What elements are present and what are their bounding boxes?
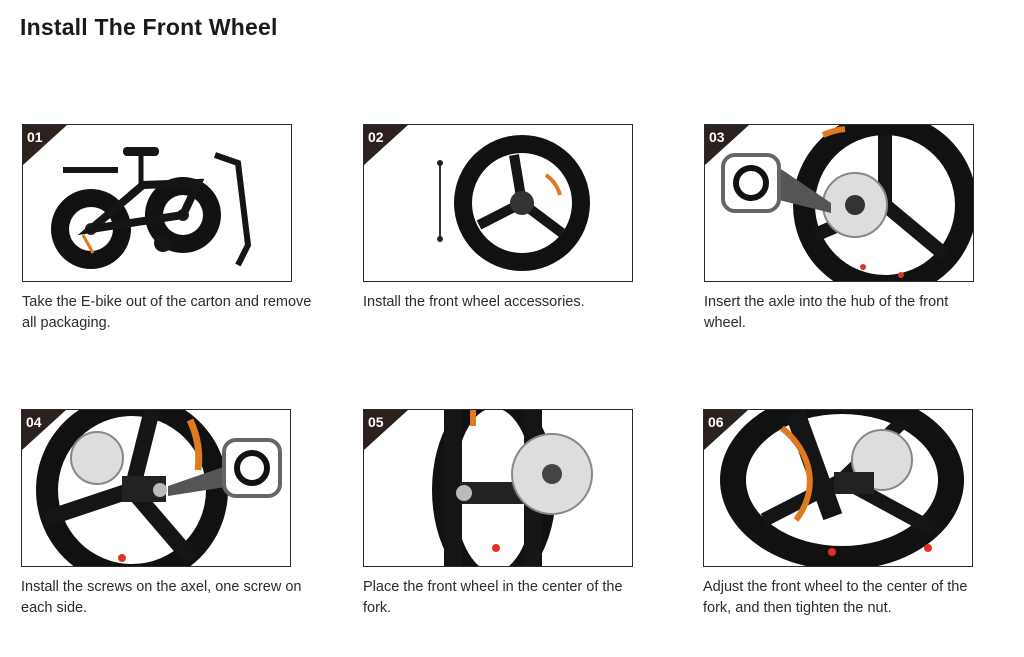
wheel-in-fork-illustration bbox=[432, 410, 593, 566]
step-number: 04 bbox=[26, 414, 42, 430]
step-4: 04 Install the screws on the axel, one s… bbox=[21, 409, 301, 619]
step-3-image: 03 bbox=[704, 124, 974, 282]
step-caption: Insert the axle into the hub of the fron… bbox=[704, 294, 949, 331]
step-badge bbox=[705, 125, 749, 165]
step-2-image: 02 bbox=[363, 124, 633, 282]
step-caption: Install the screws on the axel, one scre… bbox=[21, 579, 302, 616]
step-5-image: 05 bbox=[363, 409, 633, 567]
step-2: 02 Install the front wheel accessories. bbox=[363, 124, 635, 313]
step-number: 03 bbox=[709, 129, 725, 145]
step-badge bbox=[22, 410, 66, 450]
step-6-image: 06 bbox=[703, 409, 973, 567]
page-title: Install The Front Wheel bbox=[20, 14, 278, 40]
step-1: 01 Take the E-bike out of the carton and… bbox=[22, 124, 311, 334]
step-number: 06 bbox=[708, 414, 724, 430]
screws-on-axle-illustration bbox=[36, 410, 282, 566]
step-badge bbox=[23, 125, 67, 165]
step-number: 02 bbox=[368, 129, 384, 145]
step-number: 01 bbox=[27, 129, 43, 145]
step-number: 05 bbox=[368, 414, 384, 430]
step-caption: Take the E-bike out of the carton and re… bbox=[22, 294, 312, 331]
step-1-image: 01 bbox=[22, 124, 292, 282]
axle-into-hub-illustration bbox=[721, 125, 973, 281]
step-caption: Install the front wheel accessories. bbox=[363, 294, 585, 310]
step-badge bbox=[364, 125, 408, 165]
front-wheel-accessories-illustration bbox=[437, 135, 590, 271]
folded-ebike-illustration bbox=[51, 147, 252, 269]
step-6: 06 Adjust the front wheel to the center … bbox=[703, 409, 975, 619]
step-3: 03 Insert the axle into the hub of the f… bbox=[704, 124, 976, 334]
step-badge bbox=[364, 410, 408, 450]
step-4-image: 04 bbox=[21, 409, 291, 567]
step-caption: Place the front wheel in the center of t… bbox=[363, 579, 623, 616]
tighten-nut-illustration bbox=[720, 410, 964, 566]
step-5: 05 Place the front wheel in the center o… bbox=[363, 409, 635, 619]
step-badge bbox=[704, 410, 748, 450]
step-caption: Adjust the front wheel to the center of … bbox=[703, 579, 968, 616]
